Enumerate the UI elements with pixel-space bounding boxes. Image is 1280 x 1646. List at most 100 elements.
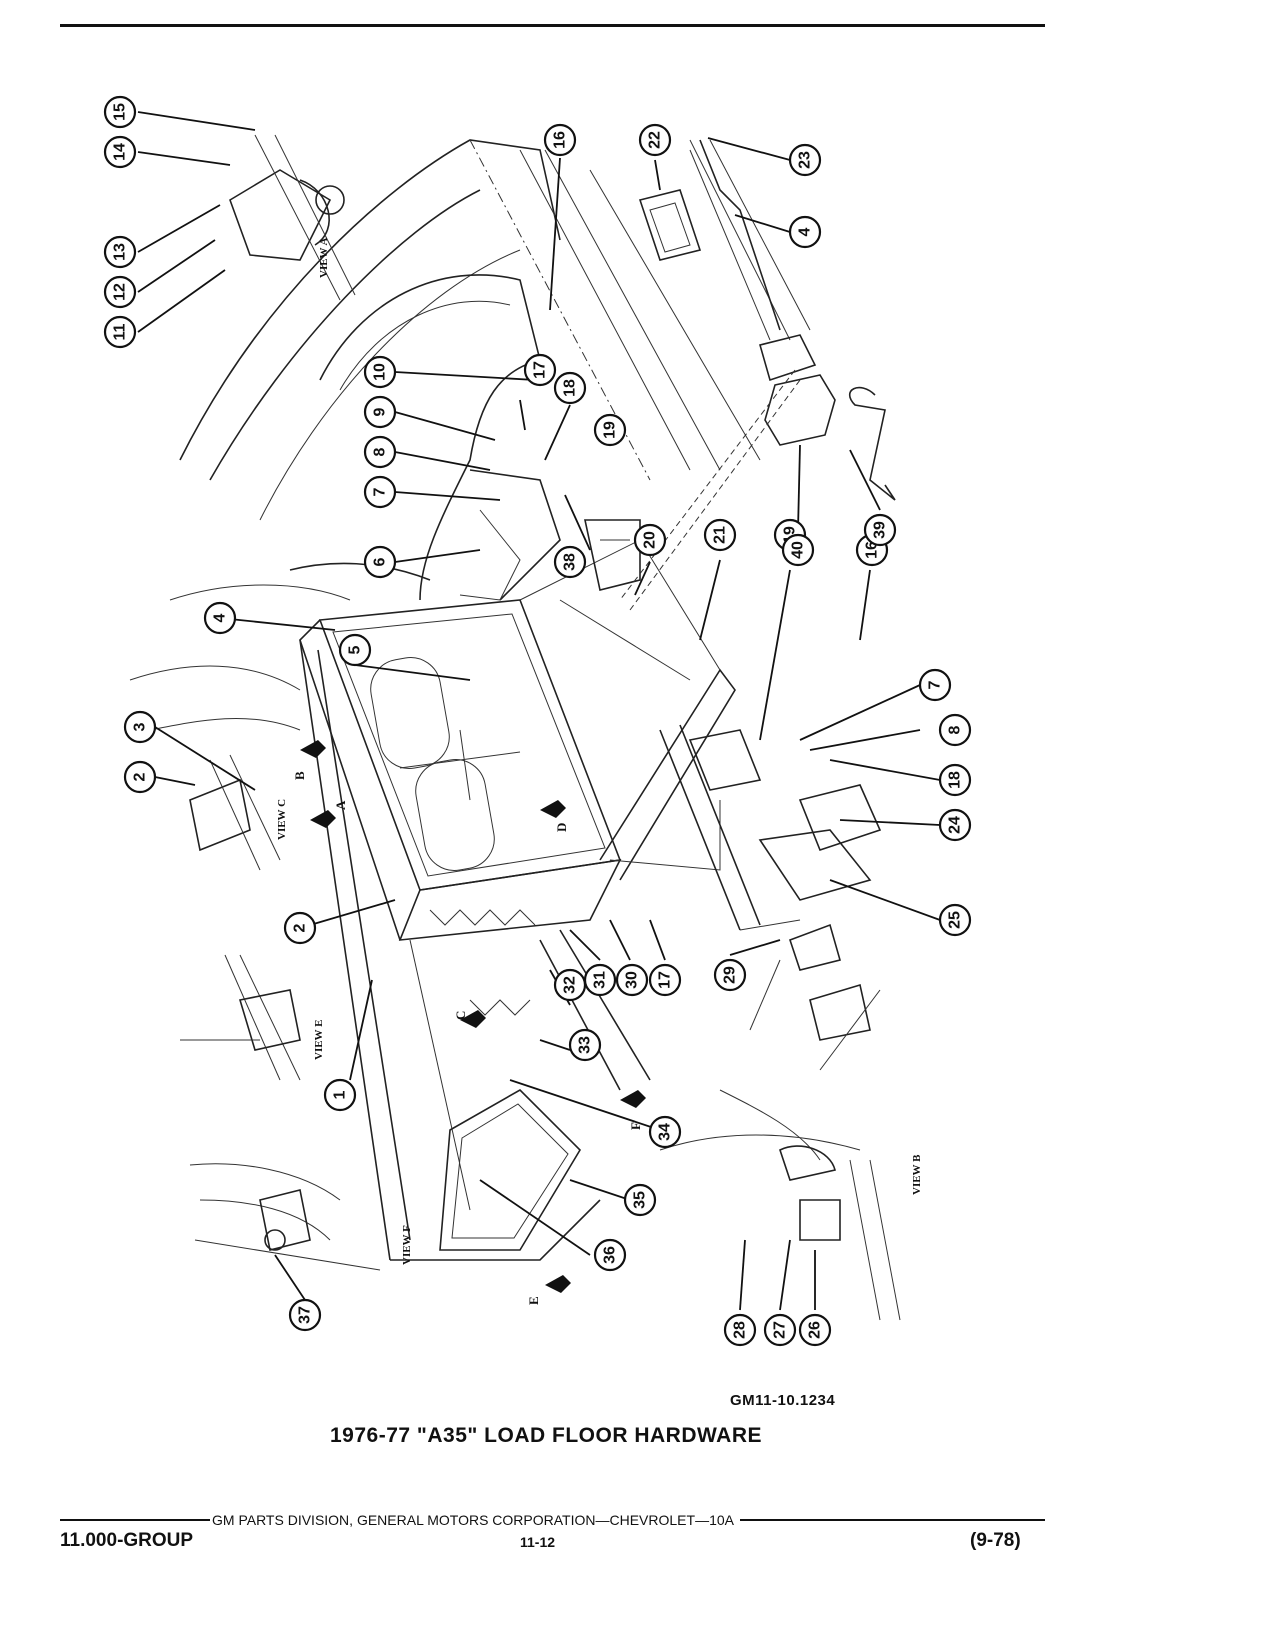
view-e-label: VIEW E <box>313 1020 325 1060</box>
svg-text:10: 10 <box>372 363 389 381</box>
svg-text:22: 22 <box>647 131 664 149</box>
callout-12: 12 <box>103 275 137 309</box>
svg-text:31: 31 <box>592 971 609 989</box>
svg-text:34: 34 <box>657 1123 674 1141</box>
svg-text:16: 16 <box>552 131 569 149</box>
callout-36: 36 <box>593 1238 627 1272</box>
callout-2: 2 <box>123 760 157 794</box>
svg-text:17: 17 <box>657 971 674 989</box>
callout-11: 11 <box>103 315 137 349</box>
callout-19: 19 <box>593 413 627 447</box>
view-b-label: VIEW B <box>911 1154 923 1195</box>
svg-text:B: B <box>292 771 307 780</box>
inset-view-c: VIEW C <box>189 754 288 871</box>
load-floor-panel <box>299 469 801 1261</box>
callout-8-lower: 8 <box>938 713 972 747</box>
svg-text:23: 23 <box>797 151 814 169</box>
callout-18: 18 <box>553 371 587 405</box>
callout-2-lower: 2 <box>283 911 317 945</box>
callout-21: 21 <box>703 518 737 552</box>
svg-text:39: 39 <box>872 521 889 539</box>
callout-38: 38 <box>553 545 587 579</box>
svg-text:28: 28 <box>732 1321 749 1339</box>
callout-9: 9 <box>363 395 397 429</box>
svg-text:29: 29 <box>722 966 739 984</box>
view-arrow-b: B <box>292 740 326 780</box>
body-outline <box>129 139 811 731</box>
callout-4-lower: 4 <box>203 601 237 635</box>
footer-rule-left <box>60 1519 210 1521</box>
view-f-label: VIEW F <box>401 1225 413 1265</box>
callout-14: 14 <box>103 135 137 169</box>
view-arrow-d: D <box>540 800 569 832</box>
callout-7-lower: 7 <box>918 668 952 702</box>
svg-text:32: 32 <box>562 976 579 994</box>
top-rule <box>60 24 1045 27</box>
callout-18-lower: 18 <box>938 763 972 797</box>
svg-text:17: 17 <box>532 361 549 379</box>
svg-text:27: 27 <box>772 1321 789 1339</box>
callout-17: 17 <box>523 353 557 387</box>
svg-text:40: 40 <box>790 541 807 559</box>
callout-20: 20 <box>633 523 667 557</box>
callout-27: 27 <box>763 1313 797 1347</box>
callout-29: 29 <box>713 958 747 992</box>
svg-text:13: 13 <box>112 243 129 261</box>
footer-rule-right <box>739 1519 1045 1521</box>
callout-32: 32 <box>553 968 587 1002</box>
svg-text:4: 4 <box>797 227 814 236</box>
bracket-lower <box>688 729 762 791</box>
callout-33: 33 <box>568 1028 602 1062</box>
svg-text:7: 7 <box>927 680 944 689</box>
svg-text:8: 8 <box>947 725 964 734</box>
svg-text:D: D <box>554 823 569 832</box>
callout-17-lower: 17 <box>648 963 682 997</box>
callout-28: 28 <box>723 1313 757 1347</box>
svg-text:9: 9 <box>372 407 389 416</box>
svg-text:18: 18 <box>947 771 964 789</box>
callout-16: 16 <box>543 123 577 157</box>
figure-code: GM11-10.1234 <box>730 1392 836 1409</box>
svg-text:33: 33 <box>577 1036 594 1054</box>
svg-text:19: 19 <box>602 421 619 439</box>
callout-3: 3 <box>123 710 157 744</box>
svg-text:14: 14 <box>112 143 129 161</box>
svg-text:E: E <box>526 1296 541 1305</box>
inset-view-e: VIEW E <box>180 954 325 1081</box>
callout-23: 23 <box>788 143 822 177</box>
svg-text:3: 3 <box>132 722 149 731</box>
inset-view-b: VIEW B <box>659 1089 923 1321</box>
svg-text:20: 20 <box>642 531 659 549</box>
callout-26: 26 <box>798 1313 832 1347</box>
footer-page-number: 11-12 <box>520 1534 556 1550</box>
hook-and-plate <box>619 334 896 611</box>
svg-text:4: 4 <box>212 613 229 622</box>
view-arrow-a: A <box>310 800 348 828</box>
inset-view-a: VIEW A <box>229 134 356 301</box>
footer-publisher: GM PARTS DIVISION, GENERAL MOTORS CORPOR… <box>212 1512 734 1528</box>
svg-text:37: 37 <box>297 1306 314 1324</box>
svg-text:2: 2 <box>132 772 149 781</box>
hinge-parts <box>749 784 882 1071</box>
svg-text:C: C <box>453 1011 468 1020</box>
svg-text:11: 11 <box>112 323 129 340</box>
svg-text:5: 5 <box>347 645 364 654</box>
callout-6: 6 <box>363 545 397 579</box>
svg-text:6: 6 <box>372 557 389 566</box>
handle-part <box>638 189 702 261</box>
callout-22: 22 <box>638 123 672 157</box>
view-arrows: B A D C F E <box>292 740 646 1305</box>
callout-7: 7 <box>363 475 397 509</box>
leader-lines <box>137 111 941 1311</box>
callout-39: 39 <box>863 513 897 547</box>
footer-publisher-line: GM PARTS DIVISION, GENERAL MOTORS CORPOR… <box>60 1512 1045 1528</box>
callout-8: 8 <box>363 435 397 469</box>
svg-text:8: 8 <box>372 447 389 456</box>
callout-30: 30 <box>615 963 649 997</box>
svg-text:2: 2 <box>292 923 309 932</box>
footer-group: 11.000-GROUP <box>60 1530 194 1551</box>
svg-text:A: A <box>333 800 348 810</box>
svg-text:30: 30 <box>624 971 641 989</box>
exploded-parts-diagram: VIEW A VIEW C VIEW E VIEW F <box>103 95 972 1347</box>
